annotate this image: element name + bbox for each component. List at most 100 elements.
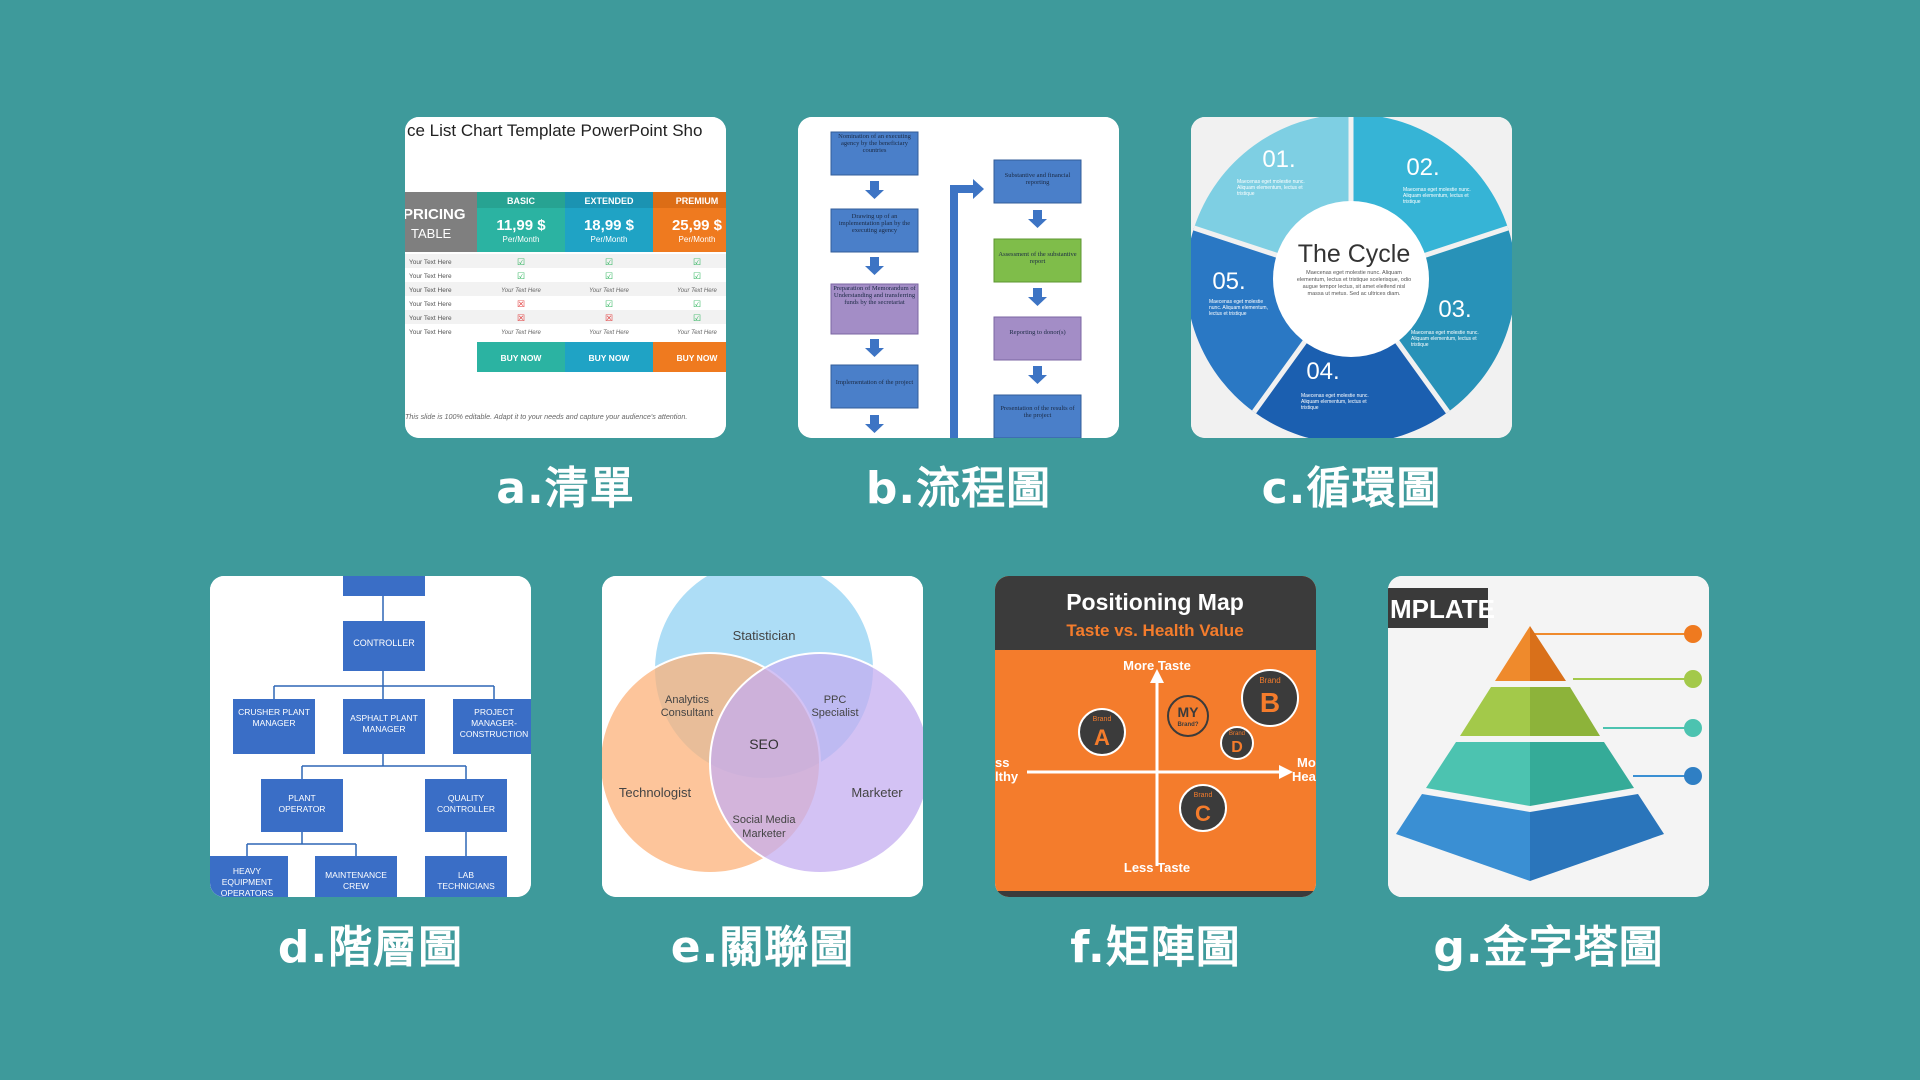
check-icon: ☑ — [693, 313, 701, 323]
venn-marketer: Marketer — [851, 785, 903, 800]
maintenance-label: MAINTENANCE CREW — [325, 870, 387, 891]
cell-text: Your Text Here — [677, 288, 717, 294]
svg-text:Brand?: Brand? — [1178, 722, 1199, 728]
buy-extended-button[interactable] — [565, 342, 653, 372]
cell-text: Your Text Here — [589, 330, 629, 336]
operator-label: PLANT OPERATOR — [278, 793, 326, 814]
caption-hierarchy: d.階層圖 — [277, 922, 464, 973]
venn-social: Social Media Marketer — [732, 814, 796, 840]
svg-text:C: C — [1195, 801, 1211, 826]
card-flowchart[interactable]: Nomination of an executing agency by the… — [798, 117, 1119, 438]
pricing-side-title-1: PRICING — [405, 206, 466, 223]
pricing-side-title-2: TABLE — [411, 226, 452, 241]
venn-seo: SEO — [749, 736, 779, 752]
asphalt-label: ASPHALT PLANT MANAGER — [350, 713, 418, 734]
brand-a-marker: Brand A — [1078, 708, 1126, 756]
check-icon: ☑ — [605, 257, 613, 267]
venn-ppc: PPC Specialist — [811, 694, 859, 719]
cycle-segment-1 — [1194, 117, 1351, 256]
cycle-segment-5 — [1191, 228, 1306, 412]
check-icon: ☑ — [517, 257, 525, 267]
check-icon: ☑ — [693, 299, 701, 309]
flow-step-4: Implementation of the project — [835, 379, 914, 386]
pyramid-dot-1 — [1684, 625, 1702, 643]
cross-icon: ☒ — [605, 313, 613, 323]
quality-label: QUALITY CONTROLLER — [436, 793, 496, 814]
pricing-rows: Your Text Here Your Text Here Your Text … — [405, 254, 726, 338]
card-cycle[interactable]: The Cycle Maecenas eget molestie nunc. A… — [1191, 117, 1512, 438]
row-label: Your Text Here — [409, 315, 452, 322]
pyramid-preview: MPLATE — [1388, 576, 1709, 897]
plan-premium-period: Per/Month — [679, 235, 716, 244]
lab-label: LAB TECHNICIANS — [437, 870, 495, 891]
cell-text: Your Text Here — [501, 288, 541, 294]
matrix-preview: Positioning Map Taste vs. Health Value M… — [995, 576, 1316, 897]
svg-text:Brand: Brand — [1194, 792, 1213, 799]
pyramid-layer-3 — [1426, 742, 1634, 806]
node-crusher — [233, 699, 315, 754]
buy-basic-button[interactable] — [477, 342, 565, 372]
matrix-right-label-1: Mo — [1297, 755, 1316, 770]
cell-text: Your Text Here — [589, 288, 629, 294]
card-hierarchy[interactable]: CONTROLLER CRUSHER PLANT MANAGER ASPHALT… — [210, 576, 531, 897]
crusher-label: CRUSHER PLANT MANAGER — [238, 707, 310, 728]
check-icon: ☑ — [605, 299, 613, 309]
node-project — [453, 699, 531, 754]
plan-extended-price: 18,99 $ — [584, 217, 635, 234]
flowchart-preview: Nomination of an executing agency by the… — [798, 117, 1119, 438]
down-arrow-icons — [865, 181, 884, 433]
flow-step-6: Assessment of the substantive report — [998, 251, 1077, 265]
project-label: PROJECT MANAGER-CONSTRUCTION — [459, 707, 529, 739]
caption-flowchart: b.流程圖 — [865, 463, 1052, 514]
card-list[interactable]: ce List Chart Template PowerPoint Sho PR… — [405, 117, 726, 438]
flow-step-3: Preparation of Memorandum of Understandi… — [833, 285, 916, 306]
node-heavy — [210, 856, 288, 897]
pyramid-layer-2 — [1460, 687, 1600, 736]
cross-icon: ☒ — [517, 313, 525, 323]
buy-basic-label: BUY NOW — [501, 353, 543, 363]
cycle-preview: The Cycle Maecenas eget molestie nunc. A… — [1191, 117, 1512, 438]
buy-extended-label: BUY NOW — [589, 353, 631, 363]
card-pyramid[interactable]: MPLATE — [1388, 576, 1709, 897]
flow-step-1: Nomination of an executing agency by the… — [838, 133, 911, 154]
cycle-step-3: 03. — [1438, 296, 1471, 323]
plan-extended-name: EXTENDED — [584, 196, 634, 206]
card-matrix[interactable]: Positioning Map Taste vs. Health Value M… — [995, 576, 1316, 897]
check-icon: ☑ — [517, 271, 525, 281]
cycle-step-2-text: Maecenas eget molestie nunc. Aliquam ele… — [1403, 187, 1471, 205]
pyramid-layer-1 — [1495, 626, 1566, 681]
row-label: Your Text Here — [409, 259, 452, 266]
cycle-step-5-text: Maecenas eget molestie nunc. Aliquam ele… — [1209, 299, 1268, 317]
node-quality — [425, 779, 507, 832]
plan-extended-period: Per/Month — [591, 235, 628, 244]
plan-premium-name: PREMIUM — [676, 196, 719, 206]
svg-text:MY: MY — [1178, 704, 1200, 720]
cycle-step-1-text: Maecenas eget molestie nunc. Aliquam ele… — [1237, 179, 1305, 197]
check-icon: ☑ — [693, 257, 701, 267]
caption-cycle: c.循環圖 — [1261, 463, 1442, 514]
svg-text:D: D — [1231, 739, 1243, 756]
cycle-segment-4 — [1254, 340, 1448, 438]
matrix-left-label-1: ss — [995, 755, 1009, 770]
cycle-segment-2 — [1351, 117, 1508, 256]
cycle-step-4-text: Maecenas eget molestie nunc. Aliquam ele… — [1301, 393, 1369, 411]
buy-premium-button[interactable] — [653, 342, 726, 372]
check-icon: ☑ — [693, 271, 701, 281]
pyramid-dot-4 — [1684, 767, 1702, 785]
plan-premium-price: 25,99 $ — [672, 217, 723, 234]
venn-statistician: Statistician — [733, 628, 796, 643]
row-label: Your Text Here — [409, 287, 452, 294]
plan-basic-name: BASIC — [507, 196, 536, 206]
svg-text:Brand: Brand — [1259, 676, 1280, 685]
row-label: Your Text Here — [409, 329, 452, 336]
venn-analytics: Analytics Consultant — [660, 694, 714, 719]
matrix-axes — [1027, 669, 1293, 866]
card-venn[interactable]: Statistician Technologist Marketer Analy… — [602, 576, 923, 897]
buy-premium-label: BUY NOW — [677, 353, 719, 363]
node-lab — [425, 856, 507, 897]
flow-step-2: Drawing up of an implementation plan by … — [838, 213, 911, 234]
cycle-center-text: Maecenas eget molestie nunc. Aliquam ele… — [1296, 270, 1412, 297]
svg-text:B: B — [1260, 687, 1280, 718]
cycle-step-4: 04. — [1306, 358, 1339, 385]
my-brand-marker: MY Brand? — [1167, 695, 1209, 737]
